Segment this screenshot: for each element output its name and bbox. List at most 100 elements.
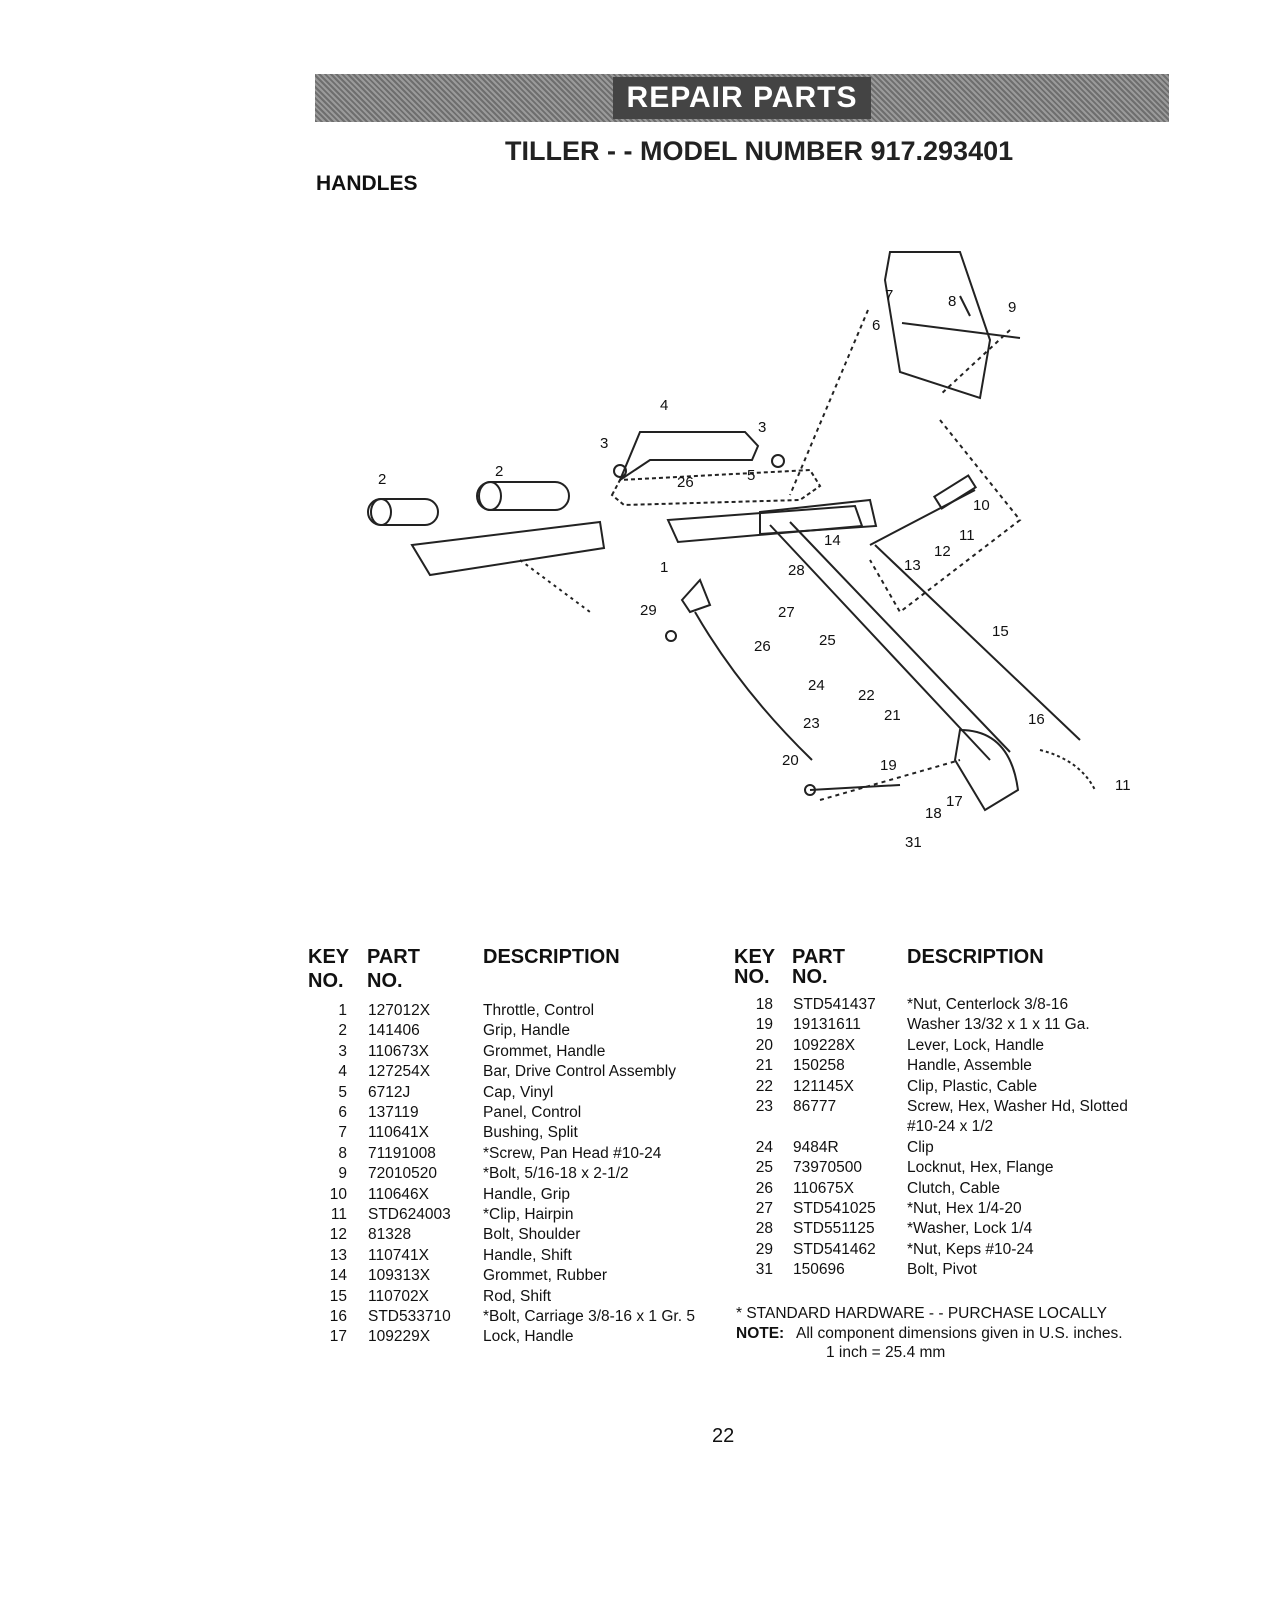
key-no: 20: [755, 1036, 773, 1054]
key-no: 23: [755, 1098, 773, 1115]
control-panel: [883, 251, 992, 400]
part-no: 19131611: [793, 1016, 861, 1034]
key-no: 6: [338, 1104, 347, 1121]
key-no: 3: [338, 1042, 347, 1060]
key-no: 14: [329, 1267, 347, 1285]
part-description: Grommet, Handle: [483, 1042, 606, 1060]
key-no: 26: [755, 1179, 773, 1197]
callout-19: 19: [880, 757, 897, 774]
key-no: 7: [338, 1124, 347, 1142]
throttle-control: [680, 578, 712, 614]
bar-outline: [610, 468, 822, 507]
callout-2b: 2: [495, 463, 503, 480]
left-handle-bracket: [410, 520, 606, 577]
pivot-plate: [953, 728, 1020, 812]
part-description: Clip, Plastic, Cable: [907, 1077, 1038, 1095]
part-no: 81328: [368, 1226, 412, 1244]
part-description: Bar, Drive Control Assembly: [483, 1063, 676, 1081]
upper-bracket-back: [759, 498, 878, 536]
key-header-no: NO.: [734, 966, 770, 988]
callout-11b: 11: [1115, 777, 1131, 794]
description-header: DESCRIPTION: [907, 946, 1044, 968]
key-no: 11: [330, 1206, 347, 1223]
part-no: 72010520: [368, 1165, 437, 1183]
part-no: STD624003: [368, 1206, 451, 1223]
callout-labels: 1 2 2 3 3 4 5 6 7 8 9 10 11 11 12 13 14 …: [378, 287, 1131, 851]
part-description: Grommet, Rubber: [483, 1267, 608, 1285]
key-no: 18: [755, 996, 773, 1013]
part-description: Throttle, Control: [483, 1002, 595, 1019]
callout-11a: 11: [959, 527, 975, 544]
part-description: Clutch, Cable: [907, 1179, 1001, 1197]
part-description: Cap, Vinyl: [483, 1083, 554, 1101]
callout-22: 22: [858, 687, 875, 704]
shift-rod: [874, 544, 1081, 741]
lock-lever: [809, 784, 901, 791]
part-description: Handle, Shift: [483, 1246, 572, 1264]
callout-7: 7: [885, 287, 893, 304]
part-no: 110673X: [368, 1042, 429, 1060]
banner-title: REPAIR PARTS: [612, 77, 872, 119]
key-no: 5: [338, 1083, 347, 1101]
part-description: Rod, Shift: [483, 1287, 552, 1305]
model-title: TILLER - - MODEL NUMBER 917.293401: [505, 136, 1014, 166]
callout-29: 29: [640, 602, 657, 619]
key-no: 22: [755, 1077, 773, 1095]
part-no: 109313X: [368, 1267, 431, 1285]
part-no: 110702X: [368, 1287, 429, 1305]
part-description: Handle, Grip: [483, 1185, 571, 1203]
part-no: STD541437: [793, 996, 876, 1013]
part-no: 127012X: [368, 1002, 431, 1019]
part-no: 109228X: [793, 1036, 856, 1054]
callout-1: 1: [660, 559, 668, 576]
part-no: 127254X: [368, 1063, 431, 1081]
part-no: 110675X: [793, 1179, 854, 1197]
part-description: Grip, Handle: [483, 1022, 571, 1040]
callout-28: 28: [788, 562, 805, 579]
clutch-cable: [694, 611, 813, 761]
key-no: 2: [338, 1022, 347, 1040]
pivot-dashed: [1039, 749, 1096, 791]
key-no: 1: [338, 1002, 347, 1019]
drive-control-bar: [617, 431, 760, 483]
key-no: 28: [755, 1220, 773, 1238]
part-description: *Nut, Keps #10-24: [907, 1240, 1034, 1258]
part-description: Clip: [907, 1138, 934, 1156]
part-no: 110641X: [368, 1124, 429, 1142]
key-header: KEY: [308, 946, 350, 968]
exploded-parts-diagram: 1 2 2 3 3 4 5 6 7 8 9 10 11 11 12 13 14 …: [367, 251, 1131, 851]
key-no: 19: [755, 1016, 773, 1034]
key-no: 31: [755, 1261, 773, 1279]
key-header-no: NO.: [308, 970, 344, 992]
key-no: 10: [329, 1185, 347, 1203]
part-no: 110741X: [368, 1246, 429, 1264]
key-no: 21: [755, 1057, 773, 1075]
note-label: NOTE:: [736, 1325, 785, 1342]
part-description: Lever, Lock, Handle: [907, 1036, 1045, 1054]
part-header: PART: [792, 946, 845, 968]
callout-10: 10: [973, 497, 990, 514]
key-no: 13: [329, 1246, 347, 1264]
part-no: 86777: [793, 1098, 837, 1115]
part-no: 137119: [368, 1104, 419, 1121]
callout-16: 16: [1028, 711, 1045, 728]
callout-3b: 3: [758, 419, 766, 436]
part-header-no: NO.: [792, 966, 828, 988]
part-description: Bushing, Split: [483, 1124, 578, 1142]
callout-27: 27: [778, 604, 795, 621]
note-text: All component dimensions given in U.S. i…: [796, 1325, 1123, 1342]
part-header: PART: [367, 946, 420, 968]
page-number: 22: [712, 1425, 735, 1447]
conversion-note: 1 inch = 25.4 mm: [826, 1344, 946, 1361]
callout-25: 25: [819, 632, 836, 649]
part-description: *Bolt, 5/16-18 x 2-1/2: [483, 1165, 629, 1183]
part-no: 71191008: [368, 1144, 436, 1162]
part-description: *Washer, Lock 1/4: [907, 1220, 1033, 1238]
section-title: HANDLES: [316, 172, 418, 195]
part-header-no: NO.: [367, 970, 403, 992]
callout-21: 21: [884, 707, 901, 724]
handle-tube-top: [769, 524, 991, 761]
dashed-line-lock: [819, 759, 961, 801]
grommet-right: [771, 454, 785, 468]
part-description: Bolt, Shoulder: [483, 1226, 581, 1244]
